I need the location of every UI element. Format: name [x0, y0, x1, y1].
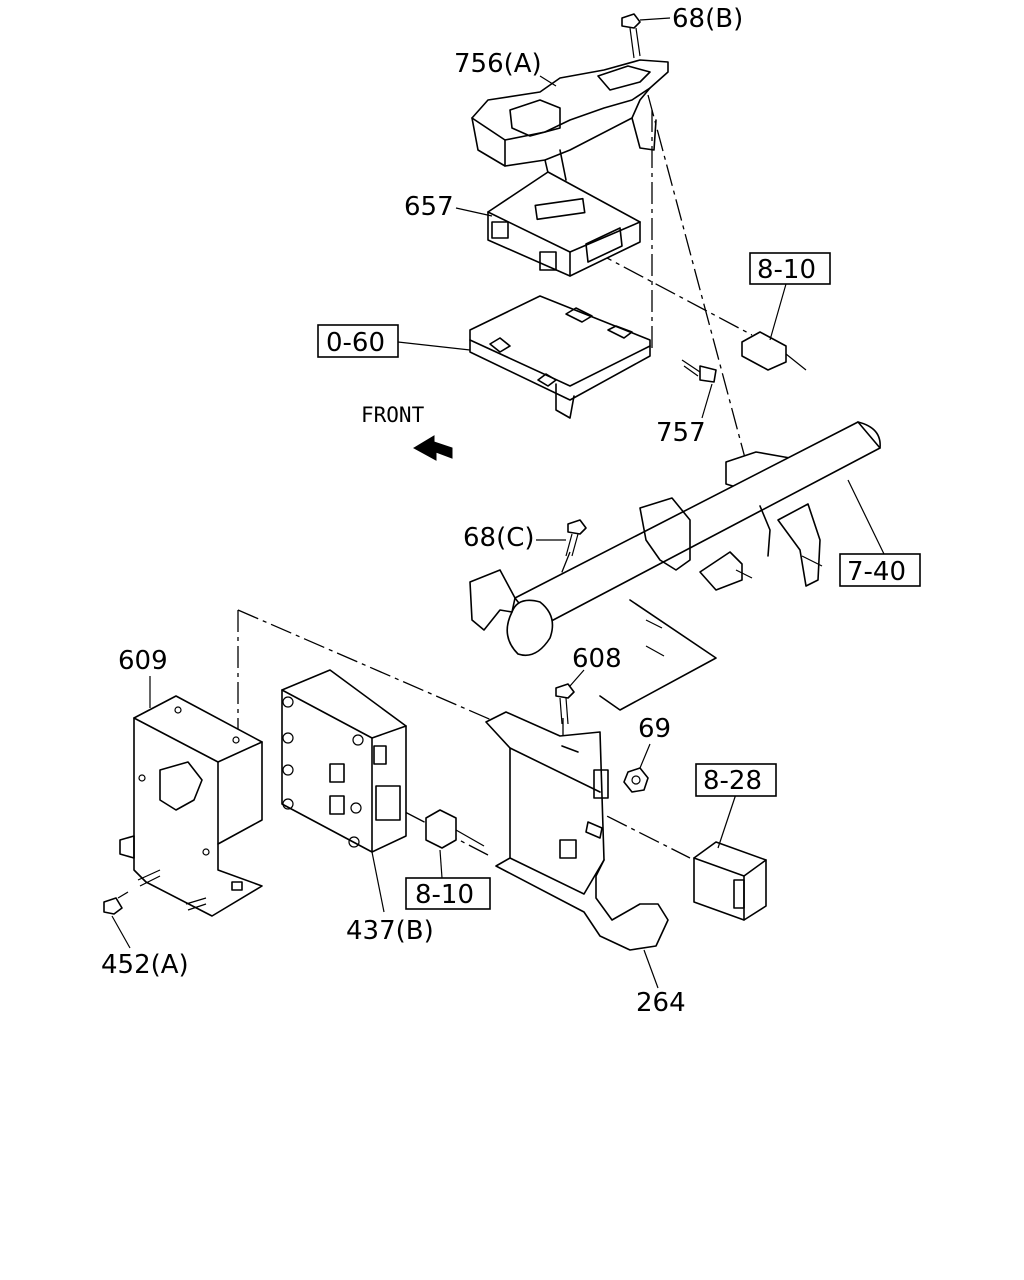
label-leaders — [111, 17, 885, 989]
label-452a: 452(A) — [101, 950, 189, 980]
screw-757 — [681, 359, 717, 383]
front-direction-arrow-icon — [412, 435, 453, 461]
nut-69 — [623, 767, 649, 793]
bracket-756a — [471, 59, 669, 191]
label-front: FRONT — [361, 403, 425, 427]
beam-740 — [469, 421, 881, 711]
label-264: 264 — [636, 988, 686, 1018]
screw-452a — [103, 869, 207, 915]
label-657: 657 — [404, 192, 454, 222]
ref-box-810-top — [749, 252, 831, 285]
ref-box-810-bottom — [405, 877, 491, 910]
label-828: 8-28 — [703, 766, 762, 796]
label-060: 0-60 — [326, 328, 385, 358]
label-68c: 68(C) — [463, 523, 535, 553]
label-810-bottom: 8-10 — [415, 880, 474, 910]
connector-810-top — [741, 331, 807, 371]
label-810-top: 8-10 — [757, 255, 816, 285]
module-657 — [487, 171, 641, 277]
label-757: 757 — [656, 418, 706, 448]
control-unit-437b — [281, 669, 407, 853]
label-437b: 437(B) — [346, 916, 434, 946]
bracket-609 — [119, 695, 263, 917]
label-608: 608 — [572, 644, 622, 674]
connector-810-bottom — [425, 809, 485, 849]
bolt-68b — [621, 13, 641, 59]
bracket-264 — [485, 711, 669, 951]
bolt-608 — [555, 683, 575, 725]
label-69: 69 — [638, 714, 671, 744]
ref-box-828 — [695, 763, 777, 797]
label-609: 609 — [118, 646, 168, 676]
tray-060 — [469, 295, 651, 419]
ref-box-740 — [839, 553, 921, 587]
label-740: 7-40 — [847, 557, 906, 587]
relay-828 — [693, 841, 767, 921]
label-756a: 756(A) — [454, 49, 542, 79]
bolt-68c — [565, 519, 587, 557]
ref-box-060 — [317, 324, 399, 358]
label-68b: 68(B) — [672, 4, 743, 34]
